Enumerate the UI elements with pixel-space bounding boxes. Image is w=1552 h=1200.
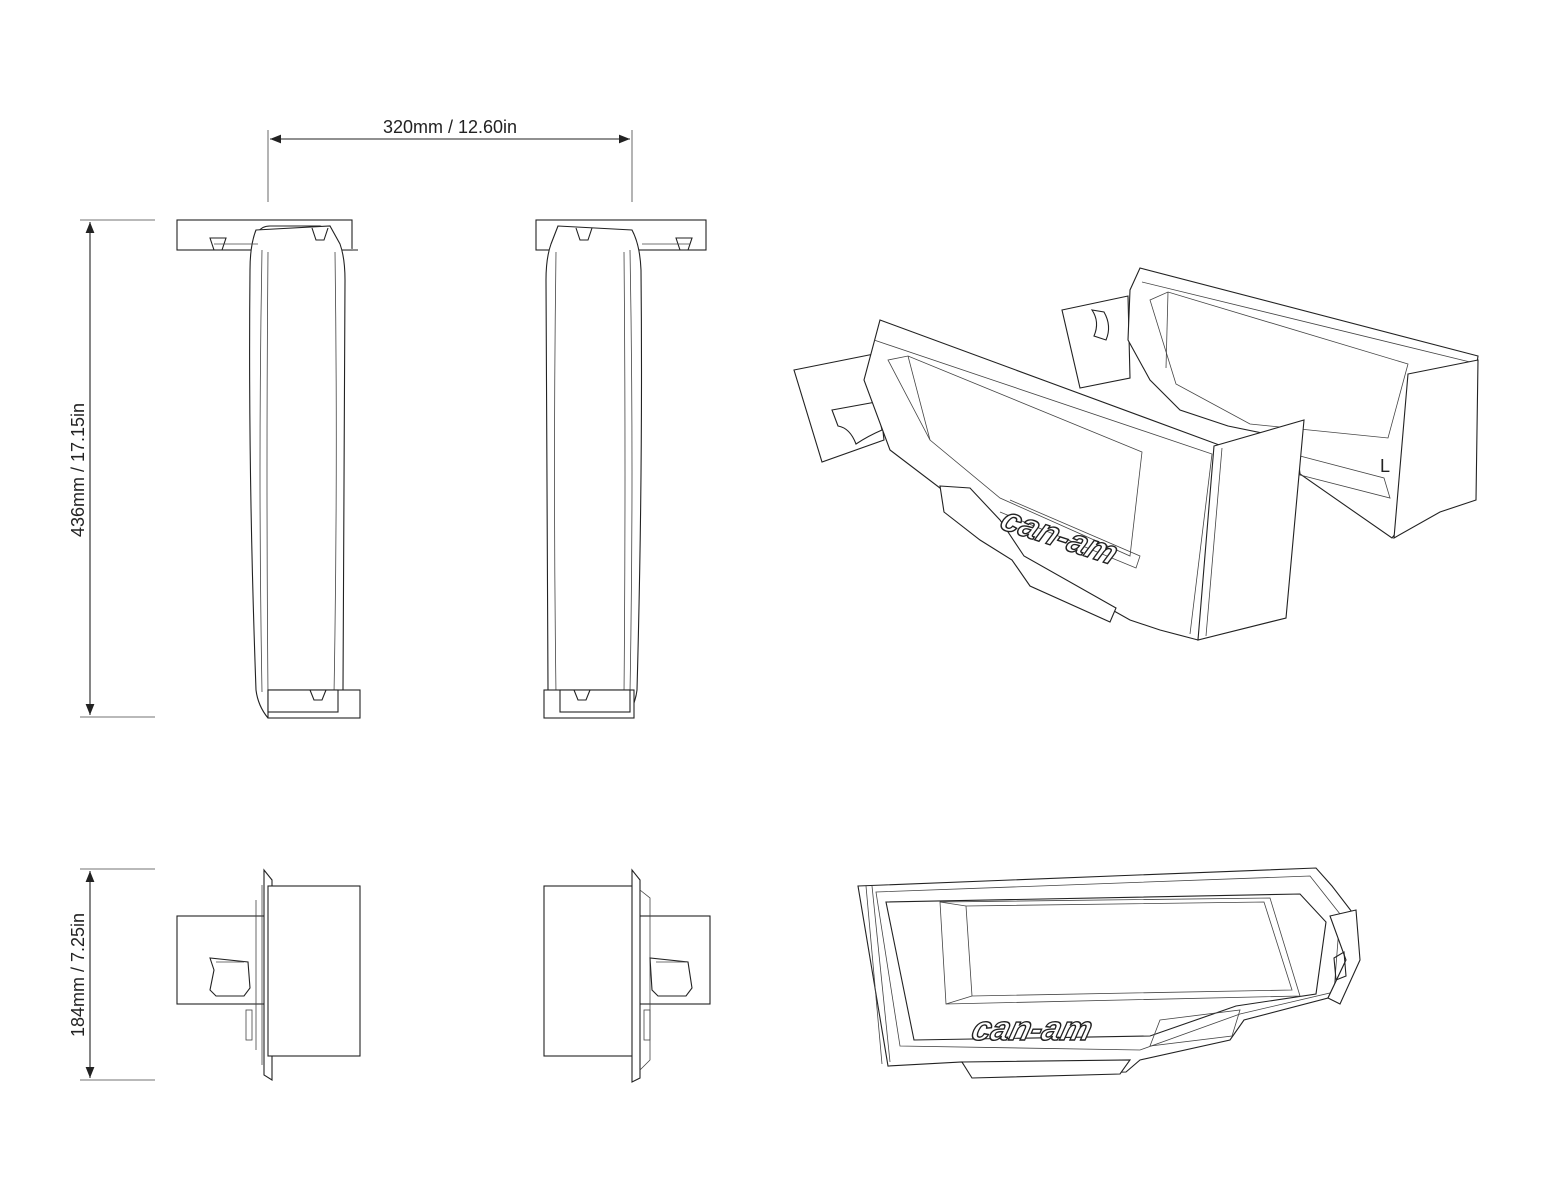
height-dimension-label: 436mm / 17.15in: [68, 403, 88, 537]
isometric-front-bag: can-am: [793, 319, 1305, 641]
depth-dimension-label: 184mm / 7.25in: [68, 913, 88, 1037]
front-view-left-bag: [176, 219, 361, 719]
height-dimension: 436mm / 17.15in: [68, 219, 155, 718]
front-view-right-bag: [535, 219, 707, 719]
isometric-view-pair: L can-am: [793, 267, 1479, 641]
side-marker-label: L: [1380, 456, 1390, 476]
perspective-view-bag: can-am: [857, 867, 1361, 1079]
side-view-left-bag: [176, 868, 361, 1081]
side-view-right-bag: [543, 868, 711, 1083]
isometric-rear-bag: L: [1061, 267, 1479, 539]
width-dimension-label: 320mm / 12.60in: [383, 117, 517, 137]
perspective-logo: can-am: [968, 1010, 1096, 1047]
width-dimension: 320mm / 12.60in: [267, 117, 633, 202]
depth-dimension: 184mm / 7.25in: [68, 868, 155, 1081]
